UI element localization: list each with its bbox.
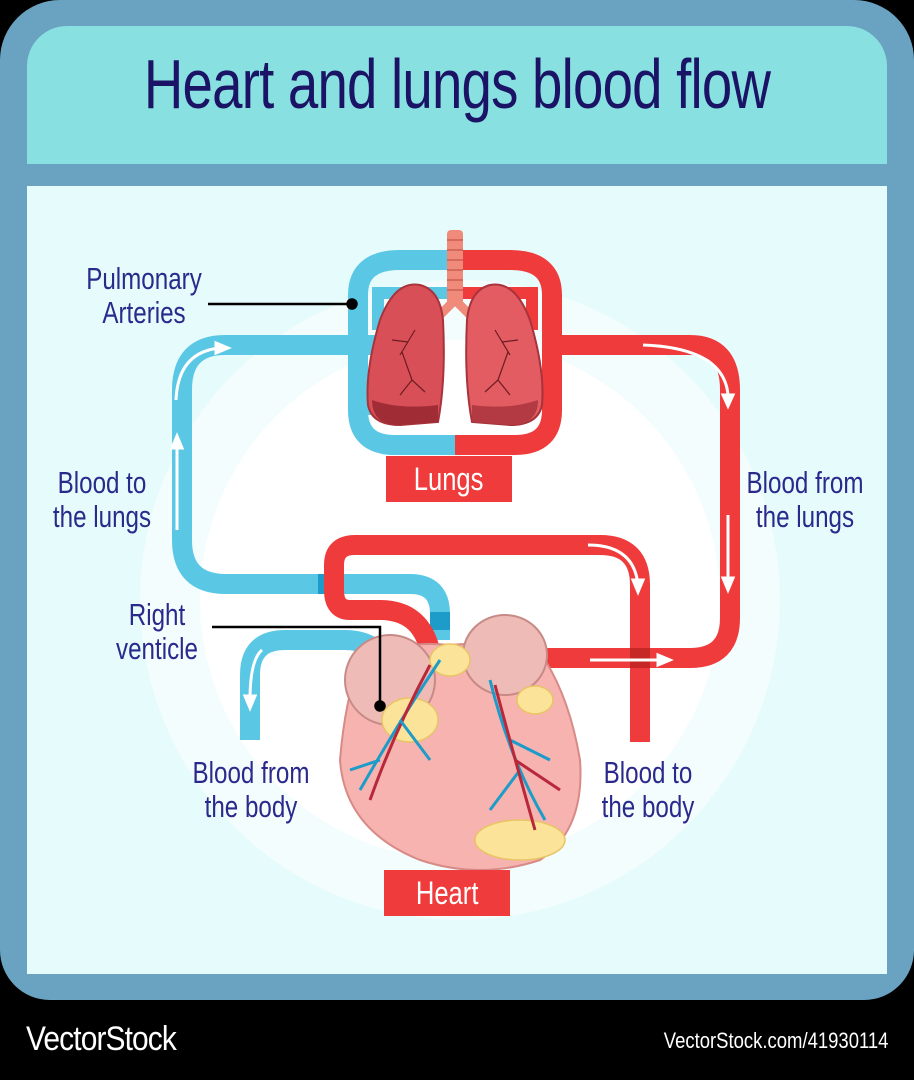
lung-vessel-grid-left xyxy=(348,250,455,455)
vessel-crossing-dark xyxy=(630,648,650,668)
label-blood-from-body: Blood from the body xyxy=(193,756,310,824)
arrow-head-icon xyxy=(656,652,674,668)
label-line: Blood to xyxy=(57,465,147,500)
deoxygenated-vessels xyxy=(172,250,455,740)
arrow-head-icon xyxy=(242,694,258,712)
arrow-head-icon xyxy=(720,393,736,410)
leader-line-ventricle xyxy=(212,625,382,706)
aorta-top xyxy=(462,614,548,696)
heart-illustration xyxy=(338,614,582,871)
arrow-head-icon xyxy=(630,578,646,596)
lung-vessel-grid-right xyxy=(455,250,562,455)
label-line: the lungs xyxy=(755,499,855,534)
arrow-curve-icon xyxy=(642,343,730,396)
fat-deposits xyxy=(381,643,566,861)
tag-heart-text: Heart xyxy=(415,874,479,911)
label-pulmonary-arteries: Pulmonary Arteries xyxy=(82,262,207,330)
arrow-head-icon xyxy=(214,340,232,356)
background-glow-inner xyxy=(200,340,720,860)
tag-lungs-text: Lungs xyxy=(414,460,484,497)
label-line: Blood from xyxy=(192,755,310,790)
lungs-illustration xyxy=(366,230,544,427)
label-line: the body xyxy=(204,789,298,824)
flow-arrows xyxy=(169,340,736,712)
arrow-curve-icon xyxy=(587,543,640,586)
label-line: Right xyxy=(128,597,186,632)
arrow-head-icon xyxy=(169,432,185,450)
tag-lungs: Lungs xyxy=(386,456,512,502)
page-title: Heart and lungs blood flow xyxy=(143,45,771,123)
label-blood-from-lungs: Blood from the lungs xyxy=(747,466,864,534)
arrow-curve-icon xyxy=(174,346,221,401)
arrow-head-icon xyxy=(720,576,736,594)
coronary-vessels xyxy=(349,659,561,831)
red-vessel-to-body xyxy=(324,535,650,742)
vessel-crossing-dark xyxy=(430,612,450,630)
label-line: the body xyxy=(601,789,695,824)
label-line: Blood to xyxy=(603,755,693,790)
label-right-ventricle: Right venticle xyxy=(106,598,207,666)
arrow-curve-icon xyxy=(248,648,264,701)
footer-url: VectorStock.com/41930114 xyxy=(663,1028,888,1053)
red-vessel-from-lungs xyxy=(545,335,740,668)
leader-dot xyxy=(346,298,358,310)
blood-flow-diagram xyxy=(27,186,887,974)
leader-lines xyxy=(208,298,386,712)
left-lung xyxy=(366,283,445,427)
footer-brand: VectorStock xyxy=(26,1020,177,1058)
leader-dot xyxy=(374,700,386,712)
blue-vessel-to-lungs xyxy=(172,335,450,640)
right-lung xyxy=(465,283,544,427)
label-line: the lungs xyxy=(52,499,152,534)
label-line: venticle xyxy=(116,631,198,666)
label-line: Arteries xyxy=(102,295,186,330)
oxygenated-vessels xyxy=(324,250,740,742)
label-line: Blood from xyxy=(746,465,864,500)
label-line: Pulmonary xyxy=(86,261,202,296)
label-blood-to-lungs: Blood to the lungs xyxy=(47,466,156,534)
tag-heart: Heart xyxy=(384,870,510,916)
label-blood-to-body: Blood to the body xyxy=(593,756,702,824)
title-banner: Heart and lungs blood flow xyxy=(27,26,887,164)
trachea xyxy=(447,230,463,305)
